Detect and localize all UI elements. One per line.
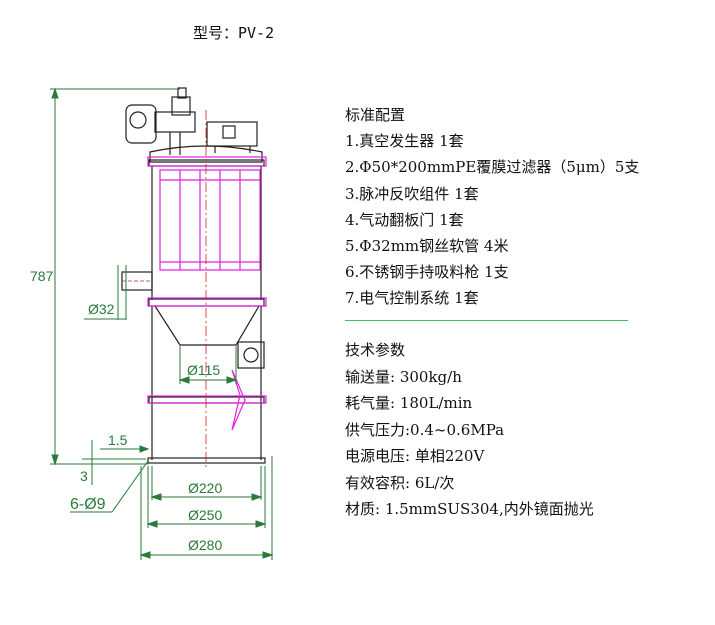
spec-item: 6.不锈钢手持吸料枪 1支 — [345, 263, 509, 282]
dim-base: 3 — [80, 468, 88, 484]
param-item: 输送量: 300kg/h — [345, 367, 462, 386]
params-heading: 技术参数 — [345, 341, 406, 359]
spec-item: 1.真空发生器 1套 — [345, 132, 464, 151]
standard-config: 标准配置 1.真空发生器 1套 2.Φ50*200mmPE覆膜过滤器（5μm）5… — [345, 102, 705, 312]
dim-holes: 6-Ø9 — [70, 496, 106, 513]
vessel-outline — [121, 87, 266, 464]
dim-d250: Ø250 — [188, 507, 222, 523]
param-item: 电源电压: 单相220V — [345, 447, 485, 465]
spec-item: 2.Φ50*200mmPE覆膜过滤器（5μm）5支 — [345, 158, 640, 177]
dim-d220: Ø220 — [188, 480, 222, 496]
param-item: 材质: 1.5mmSUS304,内外镜面抛光 — [345, 500, 594, 518]
filter-cartridges — [147, 156, 267, 431]
dim-outlet: Ø115 — [187, 362, 220, 378]
dim-thickness: 1.5 — [108, 432, 128, 448]
dimension-lines — [50, 87, 274, 560]
model-label: 型号：PV-2 — [193, 24, 275, 42]
param-item: 供气压力:0.4~0.6MPa — [345, 420, 505, 439]
spec-item: 5.Φ32mm钢丝软管 4米 — [345, 236, 509, 255]
spec-item: 3.脉冲反吹组件 1套 — [345, 184, 479, 203]
section-divider — [345, 320, 628, 321]
spec-item: 4.气动翻板门 1套 — [345, 210, 464, 229]
param-item: 耗气量: 180L/min — [345, 394, 473, 412]
dim-inlet: Ø32 — [88, 301, 115, 317]
dim-height: 787 — [30, 268, 54, 284]
dim-d280: Ø280 — [188, 537, 222, 553]
tech-params: 技术参数 输送量: 300kg/h 耗气量: 180L/min 供气压力:0.4… — [345, 337, 705, 523]
param-item: 有效容积: 6L/次 — [345, 473, 455, 492]
spec-item: 7.电气控制系统 1套 — [345, 289, 479, 308]
spec-heading: 标准配置 — [345, 106, 406, 124]
